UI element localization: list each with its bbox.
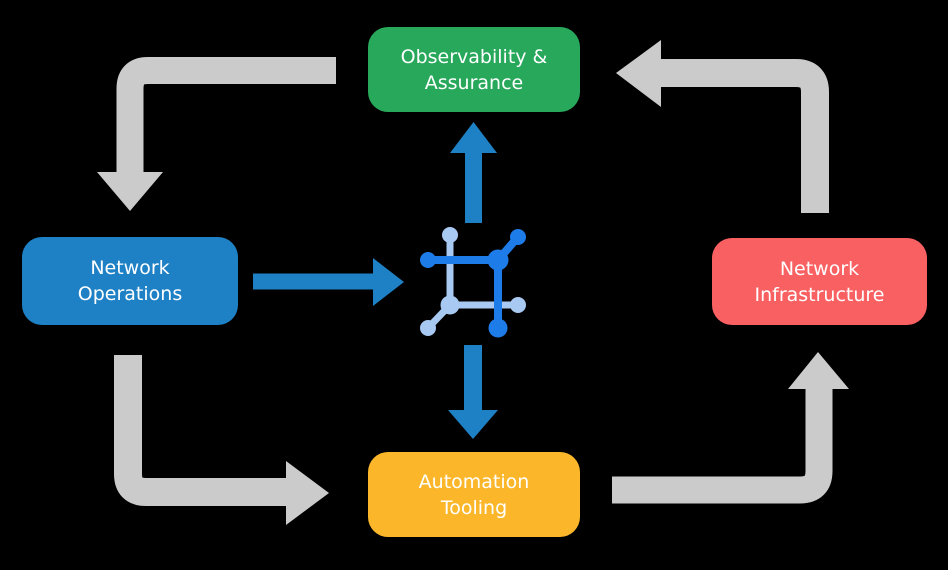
arrow-head (616, 40, 661, 107)
node-label: Network Infrastructure (754, 257, 885, 306)
arrow-head (373, 258, 404, 306)
node-label: Automation Tooling (418, 470, 530, 519)
arrow-shaft (465, 151, 482, 223)
arrow-shaft (464, 345, 482, 411)
node-observability-assurance: Observability & Assurance (368, 27, 580, 112)
arrow-head (97, 172, 163, 211)
arrow-center-to-automation (448, 345, 498, 439)
arrow-head (788, 352, 849, 389)
arrow-shaft (612, 389, 833, 504)
arrow-shaft (253, 273, 373, 290)
arrow-observability-to-operations (97, 57, 336, 211)
arrow-shaft (114, 355, 286, 506)
arrow-head (448, 410, 498, 439)
arrow-center-to-observability (450, 122, 497, 223)
arrow-automation-to-infrastructure (612, 352, 849, 504)
arrow-head (286, 461, 329, 525)
node-automation-tooling: Automation Tooling (368, 452, 580, 537)
arrow-shaft (116, 57, 336, 172)
arrow-operations-to-automation (114, 355, 329, 525)
arrow-head (450, 122, 497, 153)
node-network-infrastructure: Network Infrastructure (712, 238, 927, 325)
arrow-shaft (661, 59, 829, 213)
node-network-operations: Network Operations (22, 237, 238, 325)
network-mesh-icon (420, 227, 526, 338)
arrow-operations-to-center (253, 258, 404, 306)
node-label: Network Operations (77, 257, 183, 305)
arrow-infrastructure-to-observability (616, 40, 829, 213)
node-label: Observability & Assurance (400, 45, 548, 94)
network-mesh-icon-light-nodes (420, 227, 526, 336)
network-mesh-icon-bright-nodes (420, 229, 526, 338)
